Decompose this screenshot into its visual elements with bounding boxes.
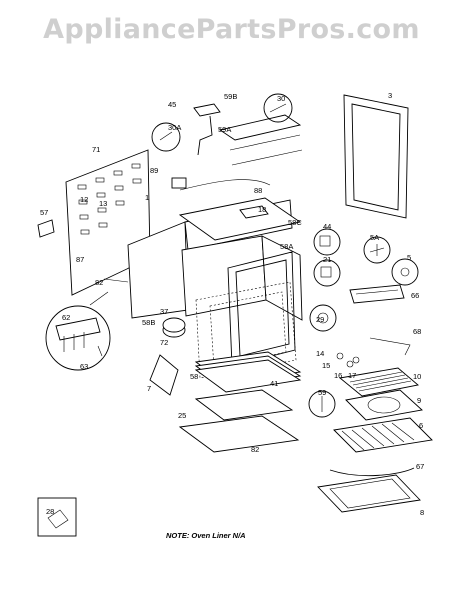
callout: 1 — [145, 193, 149, 202]
callout: 13 — [99, 199, 107, 208]
callout: 67 — [416, 462, 424, 471]
callout: 5A — [370, 233, 379, 242]
callout: 8 — [420, 508, 424, 517]
callout: 71 — [92, 145, 100, 154]
callout: 41 — [270, 379, 278, 388]
callout: 89 — [150, 166, 158, 175]
callout: 7 — [147, 384, 151, 393]
callout: 58C — [288, 218, 302, 227]
callout: 18 — [258, 205, 266, 214]
callout: 29 — [316, 315, 324, 324]
callout: 68 — [413, 327, 421, 336]
callout: 9 — [417, 396, 421, 405]
hinge — [149, 354, 179, 396]
callout: 88 — [254, 186, 262, 195]
callout: 87 — [76, 255, 84, 264]
broil-element — [349, 284, 411, 356]
callout: 30A — [168, 123, 181, 132]
callout: 17 — [348, 371, 356, 380]
callout: 59 — [318, 388, 326, 397]
callout: 3 — [388, 91, 392, 100]
leader-lines — [89, 278, 129, 306]
callout: 15 — [322, 361, 330, 370]
callout: 16 — [334, 371, 342, 380]
callout: 63 — [80, 362, 88, 371]
callout: 59B — [224, 92, 237, 101]
callout: 58B — [142, 318, 155, 327]
terminal-block — [37, 219, 55, 238]
callout: 72 — [160, 338, 168, 347]
callout: 28 — [46, 507, 54, 516]
callout-labels: 45 59B 30 3 30A 59A 71 89 88 12 13 1 18 … — [40, 91, 424, 517]
callout: 58 — [190, 372, 198, 381]
callout: 62 — [62, 313, 70, 322]
callout: 30 — [277, 94, 285, 103]
callout: 44 — [323, 222, 331, 231]
knob — [162, 317, 186, 338]
callout: 14 — [316, 349, 324, 358]
callout: 82 — [251, 445, 259, 454]
door-frame — [227, 251, 296, 367]
callout: 45 — [168, 100, 176, 109]
bottom-panels — [178, 351, 302, 453]
bracket — [171, 177, 187, 189]
watermark: AppliancePartsPros.com — [43, 14, 420, 45]
oven-racks — [317, 367, 433, 513]
callout: 21 — [323, 255, 331, 264]
callout: 82 — [95, 278, 103, 287]
wire-harness — [179, 179, 271, 191]
oven-liner — [195, 281, 297, 379]
detail-circles — [45, 93, 293, 371]
callout: 59A — [218, 125, 231, 134]
callout: 10 — [413, 372, 421, 381]
callout: 25 — [178, 411, 186, 420]
oven-top — [178, 197, 302, 241]
vent-assembly — [193, 103, 303, 166]
small-parts — [308, 228, 419, 418]
door-panel — [343, 94, 409, 219]
note-text: NOTE: Oven Liner N/A — [166, 531, 246, 540]
callout: 5 — [407, 253, 411, 262]
callout: 66 — [411, 291, 419, 300]
callout: 58A — [280, 242, 293, 251]
callout: 37 — [160, 307, 168, 316]
callout: 6 — [419, 421, 423, 430]
callout: 12 — [80, 195, 88, 204]
bake-element — [329, 467, 415, 477]
callout: 57 — [40, 208, 48, 217]
inset-box — [37, 497, 77, 537]
